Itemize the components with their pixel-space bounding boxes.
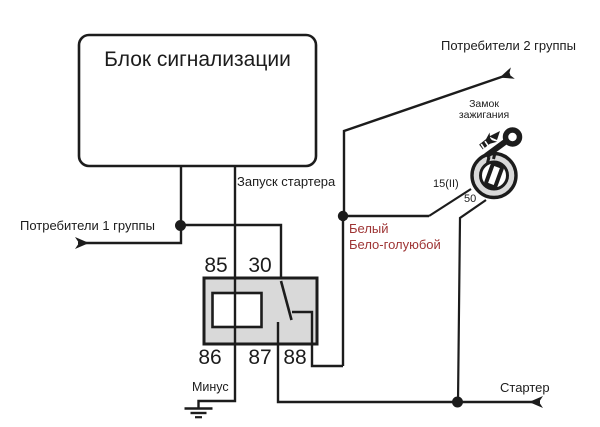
wire-consumers-group2-arrow bbox=[342, 67, 515, 216]
label-consumers-group2: Потребители 2 группы bbox=[441, 38, 576, 53]
keyhole bbox=[484, 162, 504, 189]
relay-pin-30: 30 bbox=[248, 254, 272, 277]
label-terminal-15: 15(II) bbox=[433, 178, 459, 190]
relay-pin-86: 86 bbox=[198, 346, 222, 369]
key-icon bbox=[479, 127, 523, 164]
label-starter: Стартер bbox=[500, 380, 550, 395]
wire-junction-to-pin30 bbox=[180, 223, 283, 280]
ignition-lock-icon bbox=[470, 151, 518, 200]
label-minus: Минус bbox=[192, 380, 229, 394]
junction-dot-left bbox=[175, 220, 186, 231]
junction-dot-right bbox=[337, 210, 349, 222]
alarm-unit-box bbox=[77, 33, 318, 168]
relay-coil bbox=[211, 291, 263, 329]
ignition-blade-15 bbox=[428, 188, 472, 217]
relay-switch-blade bbox=[279, 280, 293, 321]
wire-pin88-contact bbox=[292, 310, 343, 368]
label-wire-color-white-blue: Бело-голуюбой bbox=[349, 237, 441, 252]
label-starter-launch: Запуск стартера bbox=[237, 174, 336, 189]
wire-consumers-group1-arrow bbox=[75, 166, 183, 249]
key-arrow-head bbox=[489, 131, 500, 140]
alarm-unit-title: Блок сигнализации bbox=[104, 48, 291, 71]
relay-pin-87: 87 bbox=[248, 346, 272, 369]
relay-pin-85: 85 bbox=[204, 254, 228, 277]
junction-dot-starter bbox=[452, 396, 463, 408]
label-terminal-50: 50 bbox=[464, 193, 477, 205]
label-ignition-lock: Замок зажигания bbox=[458, 98, 510, 121]
label-consumers-group1: Потребители 1 группы bbox=[20, 218, 155, 233]
label-wire-color-white: Белый bbox=[349, 221, 389, 236]
ground-icon bbox=[184, 407, 213, 419]
relay-pin-88: 88 bbox=[283, 346, 307, 369]
wire-starter-launch-coil-ground bbox=[197, 166, 237, 408]
wire-terminal50-to-starter bbox=[456, 199, 487, 403]
